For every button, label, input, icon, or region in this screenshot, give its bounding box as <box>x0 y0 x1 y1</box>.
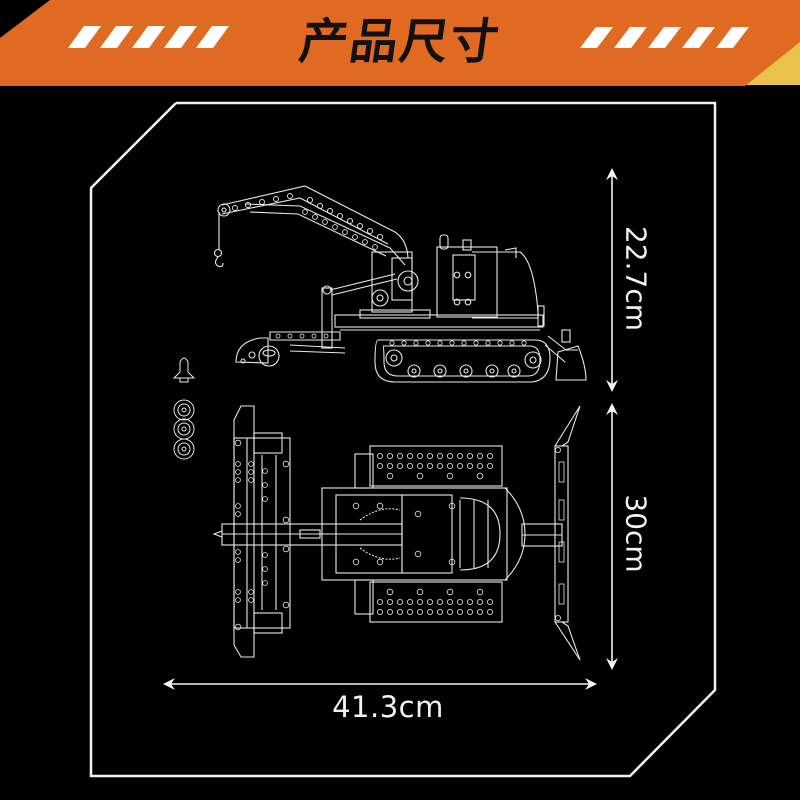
disc-part-icon <box>173 438 195 460</box>
banner-body <box>0 0 800 86</box>
spare-parts <box>172 357 196 460</box>
disc-part-icon <box>173 418 195 440</box>
cone-part-icon <box>172 357 196 379</box>
side-view-drawing <box>213 185 587 383</box>
height-upper-label: 22.7cm <box>619 225 653 331</box>
width-label: 41.3cm <box>332 690 444 724</box>
header-banner <box>0 0 800 86</box>
stripes-left <box>68 26 229 48</box>
top-view-drawing <box>212 405 581 661</box>
stripes-right <box>580 27 749 48</box>
frame-border <box>89 101 717 778</box>
height-lower-label: 30cm <box>619 494 653 573</box>
disc-part-icon <box>173 399 195 421</box>
